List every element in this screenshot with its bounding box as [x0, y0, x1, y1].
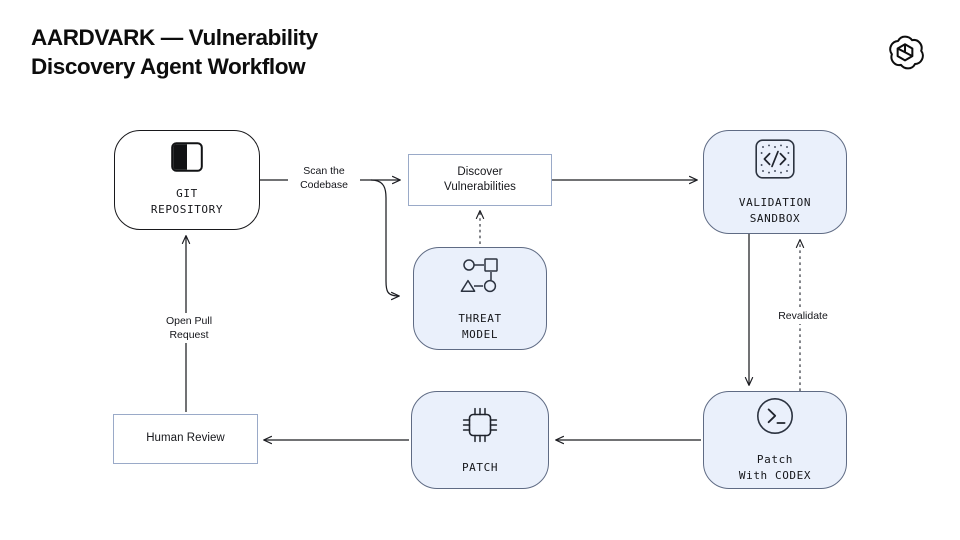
chip-icon [458, 404, 502, 451]
node-git-repository[interactable]: GIT REPOSITORY [114, 130, 260, 230]
edge-label-revalidate: Revalidate [764, 308, 842, 325]
terminal-icon [753, 396, 797, 443]
node-patch[interactable]: PATCH [411, 391, 549, 489]
node-label-patch: PATCH [461, 461, 499, 475]
page-title: AARDVARK — Vulnerability Discovery Agent… [31, 25, 318, 79]
threat-graph-icon [456, 255, 504, 302]
node-label-discover-vulnerabilities: Discover Vulnerabilities [444, 165, 516, 193]
edge-branch-to-threat [370, 179, 399, 296]
node-patch-with-codex[interactable]: Patch With CODEX [703, 391, 847, 489]
code-sandbox-icon [752, 137, 798, 186]
node-threat-model[interactable]: THREAT MODEL [413, 247, 547, 350]
node-label-git-repository: GIT REPOSITORY [150, 187, 224, 216]
node-label-human-review: Human Review [146, 432, 225, 445]
node-discover-vulnerabilities[interactable]: Discover Vulnerabilities [408, 154, 552, 206]
repository-icon [171, 142, 203, 177]
node-human-review[interactable]: Human Review [113, 414, 258, 464]
node-label-validation-sandbox: VALIDATION SANDBOX [738, 196, 812, 225]
openai-logo-icon [884, 31, 926, 73]
edge-label-open-pull-request: Open Pull Request [152, 313, 226, 344]
node-label-patch-with-codex: Patch With CODEX [738, 453, 812, 482]
edge-label-scan-the-codebase: Scan the Codebase [288, 163, 360, 194]
node-validation-sandbox[interactable]: VALIDATION SANDBOX [703, 130, 847, 234]
node-label-threat-model: THREAT MODEL [458, 311, 502, 341]
